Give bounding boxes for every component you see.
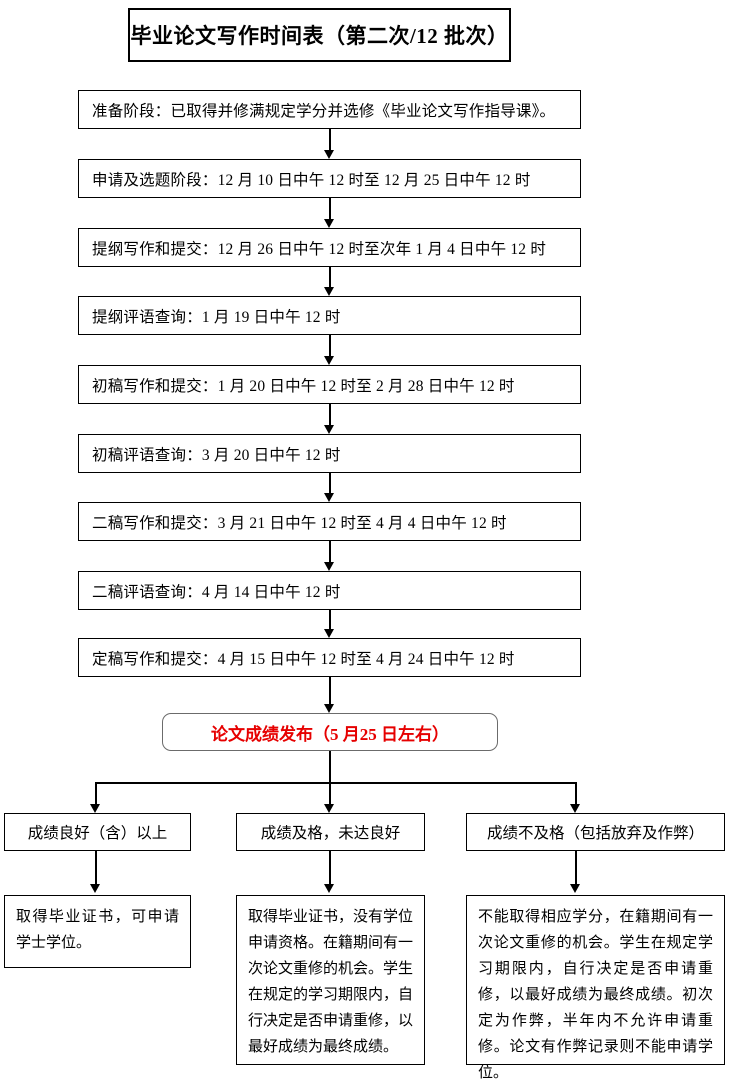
stage-box-prepare: 准备阶段：已取得并修满规定学分并选修《毕业论文写作指导课》。 (78, 90, 581, 129)
outcome-arrow-center (324, 884, 334, 893)
detail-text-fail: 不能取得相应学分，在籍期间有一次论文重修的机会。学生在规定学习期限内，自行决定是… (478, 909, 713, 1081)
connector-arrow-4 (324, 356, 334, 365)
stage-label-apply-topic: 申请及选题阶段：12 月 10 日中午 12 时至 12 月 25 日中午 12… (92, 171, 531, 189)
connector-arrow-1 (324, 150, 334, 159)
outcome-box-pass: 成绩及格，未达良好 (236, 813, 425, 851)
connector-line-2 (329, 198, 331, 219)
stage-label-draft1-review: 初稿评语查询：3 月 20 日中午 12 时 (92, 446, 341, 464)
grade-publish-label: 论文成绩发布（5 月25 日左右） (211, 724, 449, 744)
chart-title-box: 毕业论文写作时间表（第二次/12 批次） (128, 8, 511, 62)
outcome-box-fail: 成绩不及格（包括放弃及作弊） (466, 813, 725, 851)
connector-line-3 (329, 267, 331, 287)
connector-arrow-8 (324, 629, 334, 638)
connector-arrow-2 (324, 219, 334, 228)
outcome-connector-left (95, 851, 97, 884)
grade-publish-box: 论文成绩发布（5 月25 日左右） (162, 713, 498, 751)
connector-arrow-7 (324, 562, 334, 571)
stage-box-draft1-review: 初稿评语查询：3 月 20 日中午 12 时 (78, 434, 581, 473)
branch-drop-center (329, 782, 331, 804)
detail-text-good: 取得毕业证书，可申请学士学位。 (16, 909, 179, 951)
outcome-arrow-left (90, 884, 100, 893)
stage-box-draft2-review: 二稿评语查询：4 月 14 日中午 12 时 (78, 571, 581, 610)
outcome-label-fail: 成绩不及格（包括放弃及作弊） (486, 825, 704, 842)
stage-box-draft2-submit: 二稿写作和提交：3 月 21 日中午 12 时至 4 月 4 日中午 12 时 (78, 502, 581, 541)
outcome-label-pass: 成绩及格，未达良好 (260, 825, 401, 842)
stage-box-draft1-submit: 初稿写作和提交：1 月 20 日中午 12 时至 2 月 28 日中午 12 时 (78, 365, 581, 404)
branch-arrow-right (570, 804, 580, 813)
connector-arrow-9 (324, 704, 334, 713)
outcome-arrow-right (570, 884, 580, 893)
detail-box-good: 取得毕业证书，可申请学士学位。 (4, 895, 191, 968)
detail-box-fail: 不能取得相应学分，在籍期间有一次论文重修的机会。学生在规定学习期限内，自行决定是… (466, 895, 725, 1081)
connector-line-9 (329, 677, 331, 704)
stage-label-prepare: 准备阶段：已取得并修满规定学分并选修《毕业论文写作指导课》。 (92, 102, 556, 120)
outcome-connector-right (575, 851, 577, 884)
outcome-label-good: 成绩良好（含）以上 (27, 825, 168, 842)
page-title: 毕业论文写作时间表（第二次/12 批次） (130, 24, 509, 48)
stage-box-final-submit: 定稿写作和提交：4 月 15 日中午 12 时至 4 月 24 日中午 12 时 (78, 638, 581, 677)
branch-stem-line (329, 751, 331, 783)
connector-line-4 (329, 335, 331, 356)
connector-line-5 (329, 404, 331, 425)
outcome-box-good: 成绩良好（含）以上 (4, 813, 191, 851)
stage-box-apply-topic: 申请及选题阶段：12 月 10 日中午 12 时至 12 月 25 日中午 12… (78, 159, 581, 198)
stage-label-draft2-review: 二稿评语查询：4 月 14 日中午 12 时 (92, 583, 341, 601)
branch-arrow-left (90, 804, 100, 813)
connector-line-8 (329, 610, 331, 629)
stage-label-draft2-submit: 二稿写作和提交：3 月 21 日中午 12 时至 4 月 4 日中午 12 时 (92, 514, 507, 532)
stage-box-outline-submit: 提纲写作和提交：12 月 26 日中午 12 时至次年 1 月 4 日中午 12… (78, 228, 581, 267)
branch-arrow-center (324, 804, 334, 813)
detail-box-pass: 取得毕业证书，没有学位申请资格。在籍期间有一次论文重修的机会。学生在规定的学习期… (236, 895, 425, 1065)
connector-line-6 (329, 473, 331, 493)
stage-label-outline-review: 提纲评语查询：1 月 19 日中午 12 时 (92, 308, 341, 326)
connector-line-7 (329, 541, 331, 562)
stage-box-outline-review: 提纲评语查询：1 月 19 日中午 12 时 (78, 296, 581, 335)
outcome-connector-center (329, 851, 331, 884)
branch-drop-left (95, 782, 97, 804)
connector-arrow-6 (324, 493, 334, 502)
stage-label-draft1-submit: 初稿写作和提交：1 月 20 日中午 12 时至 2 月 28 日中午 12 时 (92, 377, 515, 395)
branch-drop-right (575, 782, 577, 804)
connector-arrow-5 (324, 425, 334, 434)
stage-label-final-submit: 定稿写作和提交：4 月 15 日中午 12 时至 4 月 24 日中午 12 时 (92, 650, 515, 668)
stage-label-outline-submit: 提纲写作和提交：12 月 26 日中午 12 时至次年 1 月 4 日中午 12… (92, 240, 547, 258)
connector-arrow-3 (324, 287, 334, 296)
detail-text-pass: 取得毕业证书，没有学位申请资格。在籍期间有一次论文重修的机会。学生在规定的学习期… (248, 909, 414, 1055)
branch-horizontal-line (95, 782, 577, 784)
connector-line-1 (329, 129, 331, 150)
